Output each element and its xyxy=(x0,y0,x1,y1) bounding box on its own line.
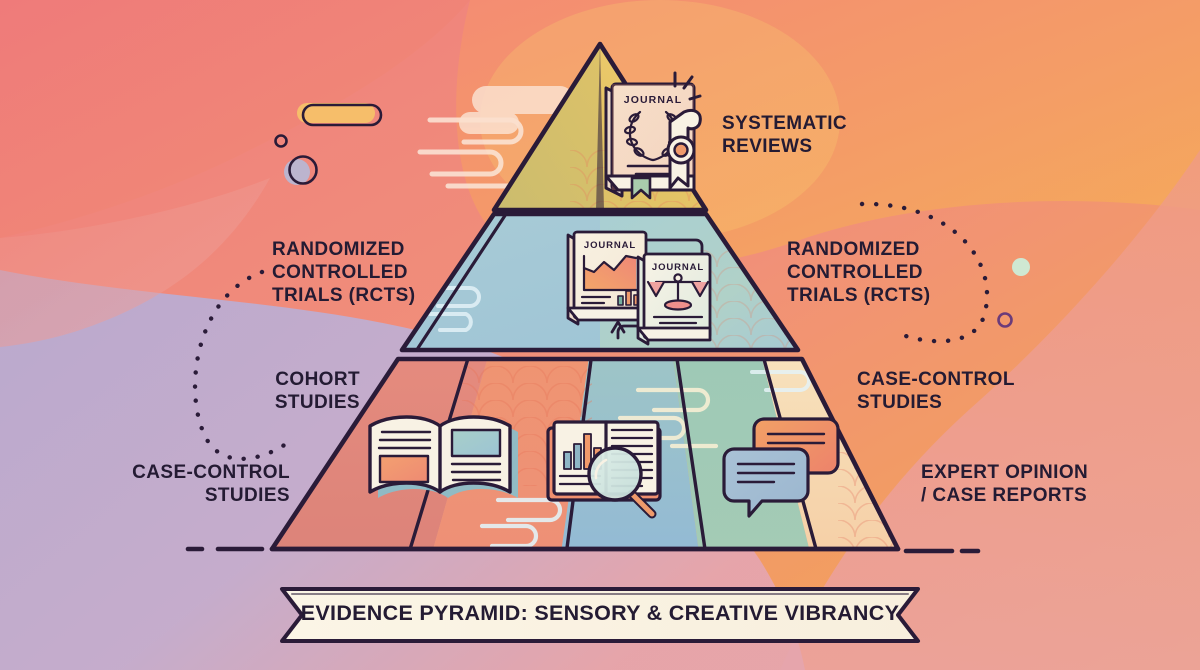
label-expert-opinion: Expert Opinion / Case Reports xyxy=(921,462,1089,507)
small-ring xyxy=(274,134,288,148)
label-case-control-right: Case-Control Studies xyxy=(857,369,1015,414)
medium-ring-with-blue-dot xyxy=(284,155,318,185)
mint-dot xyxy=(1012,258,1030,276)
rounded-pill-outline xyxy=(297,103,383,127)
dotted-arc-left xyxy=(192,269,293,462)
line-chart-icon xyxy=(582,254,640,292)
label-rct-right: Randomized Controlled Trials (RCTs) xyxy=(787,239,931,307)
banner-title: Evidence Pyramid: Sensory & Creative Vib… xyxy=(300,601,900,625)
magnifier-icon xyxy=(587,446,657,519)
speech-bubbles-icon xyxy=(722,417,840,518)
award-seal-ribbon-icon xyxy=(666,108,702,190)
book-with-magnifier-icon xyxy=(546,420,662,519)
middle-right-book-title: JOURNAL xyxy=(652,262,704,273)
bar-chart-icon xyxy=(617,290,640,306)
dashed-ground-line xyxy=(185,546,981,554)
label-rct-left: Randomized Controlled Trials (RCTs) xyxy=(272,239,416,307)
open-book-icon xyxy=(368,415,518,498)
cloud-blob-motif xyxy=(459,86,574,134)
banner-ribbon xyxy=(280,587,920,643)
journal-award-book-icon: JOURNAL xyxy=(604,71,702,200)
label-case-control-left: Case-Control Studies xyxy=(132,462,290,507)
two-journal-books-icon: JOURNAL xyxy=(566,230,712,346)
arrow-left-up-icon xyxy=(610,320,682,340)
middle-left-book-title: JOURNAL xyxy=(584,240,636,251)
sparkle-icon xyxy=(673,71,702,101)
apex-book-title: JOURNAL xyxy=(624,94,682,106)
dotted-arc-right xyxy=(859,201,990,344)
label-systematic-reviews: Systematic Reviews xyxy=(722,113,848,158)
balance-scales-icon xyxy=(646,273,710,311)
label-cohort-studies: Cohort Studies xyxy=(274,369,360,414)
purple-ring xyxy=(997,312,1013,328)
